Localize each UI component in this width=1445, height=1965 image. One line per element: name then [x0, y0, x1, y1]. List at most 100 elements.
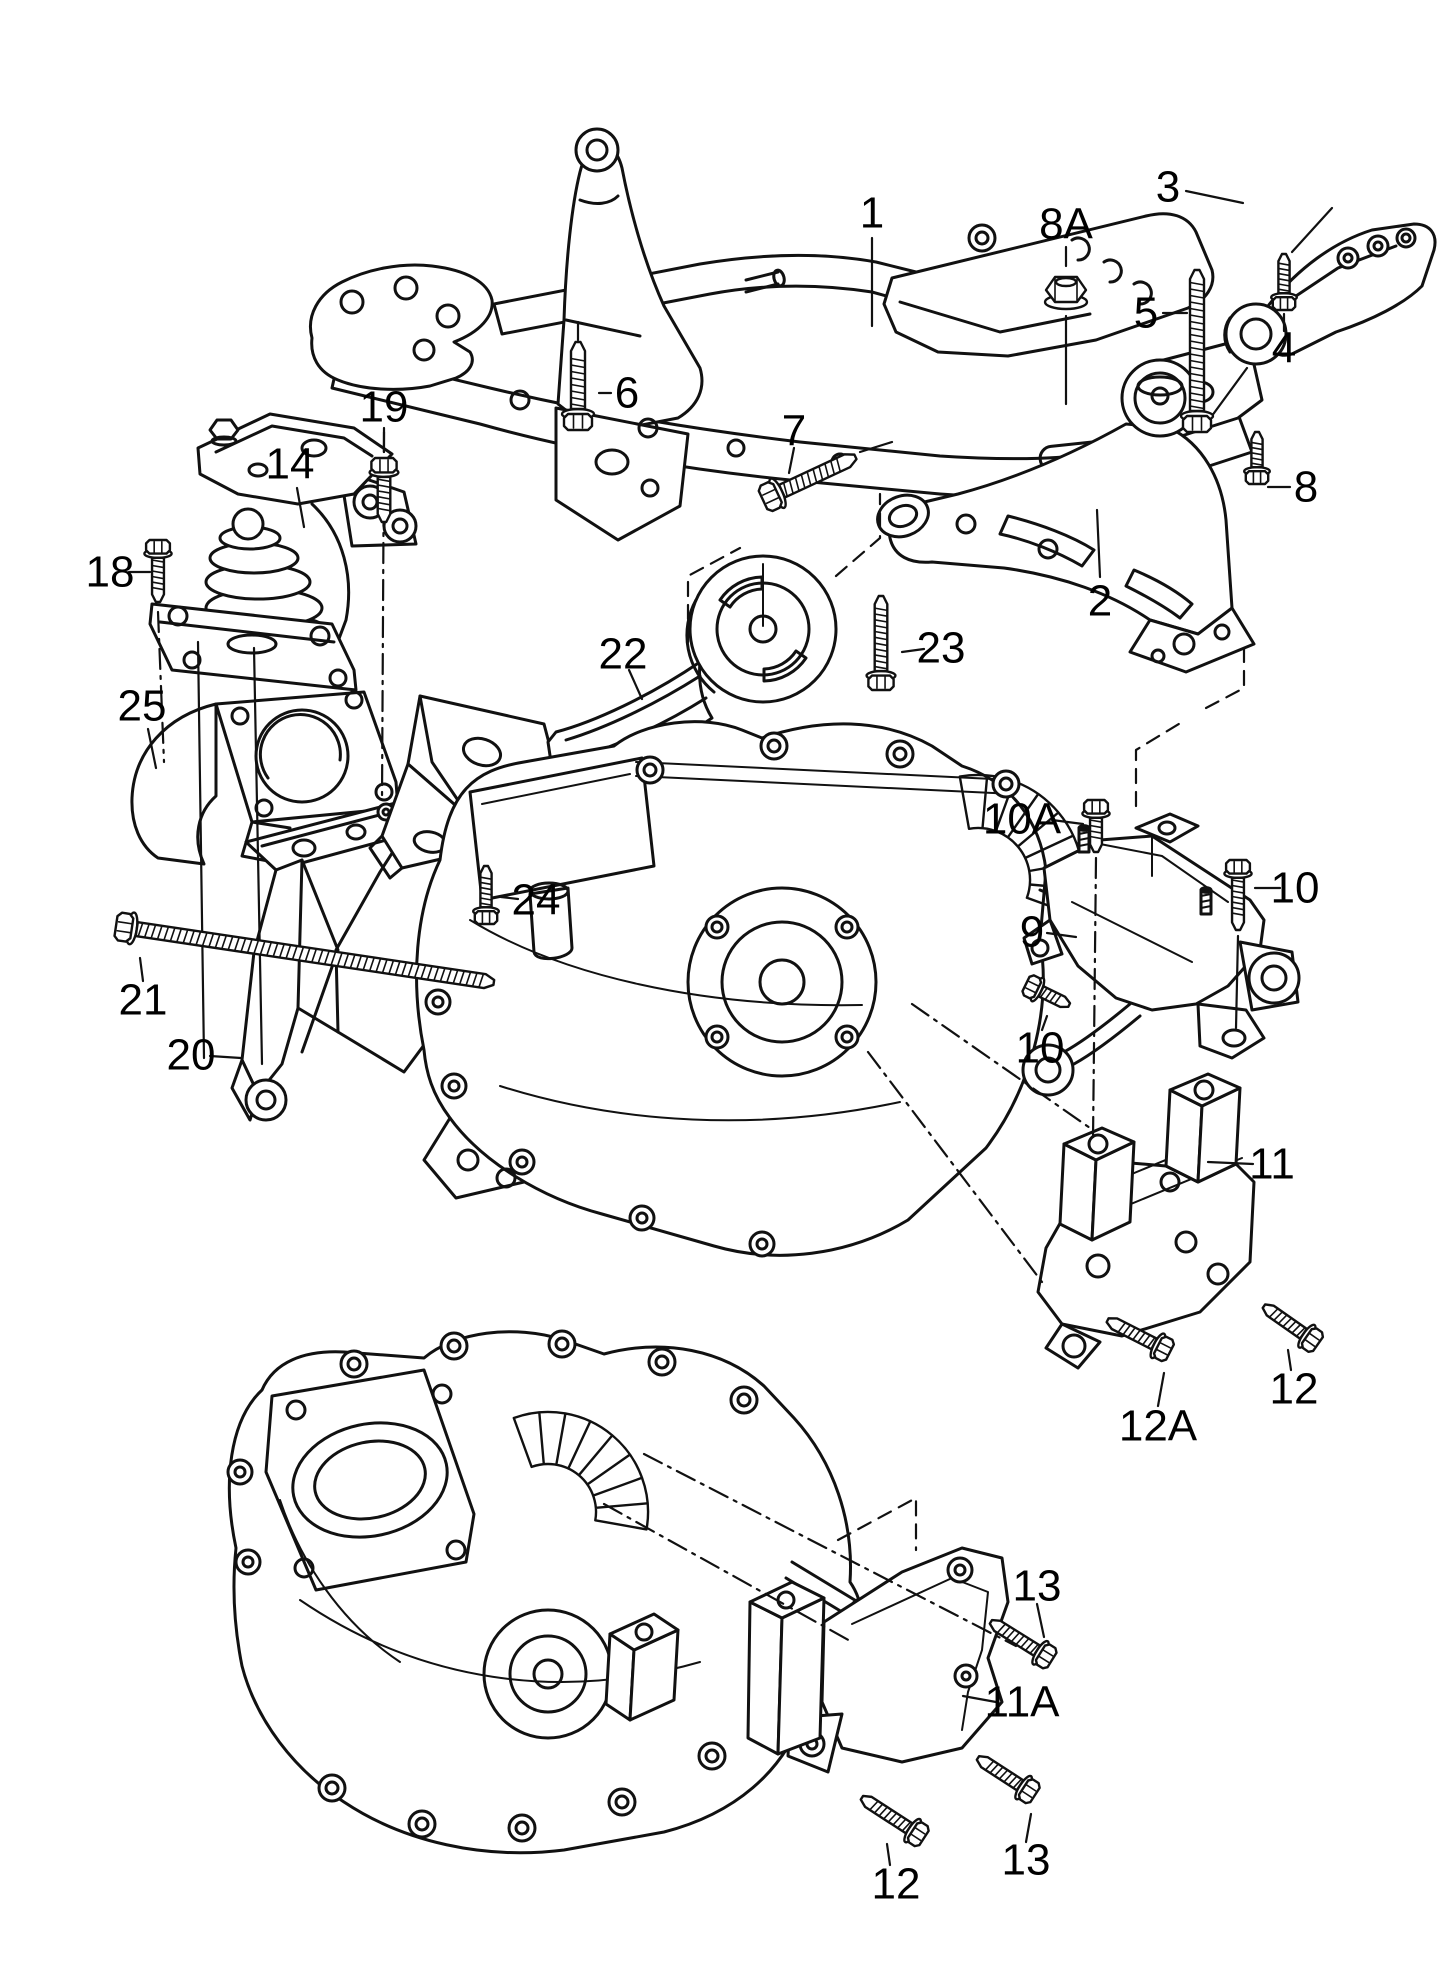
callout-11a[interactable]: 11A: [984, 1678, 1060, 1727]
callout-14[interactable]: 14: [266, 440, 315, 489]
bolt-10-upper-shape: [1231, 879, 1245, 916]
bolt-7: [757, 453, 858, 513]
callout-12a[interactable]: 12A: [1119, 1402, 1198, 1451]
engine-mount-part-14-shape: [309, 625, 331, 647]
nut-8a-shape: [1044, 275, 1088, 304]
bolt-12-upper-shape: [1268, 1307, 1306, 1337]
callout-19[interactable]: 19: [360, 383, 409, 432]
engine-mount-part-14-shape: [247, 462, 269, 478]
bolt-10-upper-shape: [1233, 860, 1243, 874]
callout-13-lower[interactable]: 13: [1002, 1836, 1051, 1885]
bolt-5-shape: [1189, 281, 1205, 410]
callout-21[interactable]: 21: [119, 976, 168, 1025]
control-arm-part-2-shape: [1150, 648, 1166, 664]
support-bracket-part-11a-shape: [820, 1546, 1010, 1764]
callout-2[interactable]: 2: [1088, 577, 1112, 626]
gearbox-lower-shape: [226, 1458, 254, 1486]
mount-support-part-3-shape: [1342, 252, 1354, 264]
section-line-low-b: [602, 1502, 854, 1644]
callout-12-lower[interactable]: 12: [872, 1860, 921, 1909]
break-mark-22-left: [686, 546, 742, 644]
leader-line: [1206, 1160, 1255, 1166]
control-arm-part-2-shape: [876, 493, 930, 539]
callout-8[interactable]: 8: [1294, 463, 1318, 512]
bolt-12-lower-shape: [910, 1827, 926, 1842]
leader-line: [1184, 189, 1245, 205]
subframe-part-1-shape: [1102, 258, 1123, 284]
leader-line: [961, 1694, 998, 1704]
gearbox-lower-shape: [291, 1421, 449, 1539]
callout-14-group: 14: [266, 440, 315, 529]
callout-9[interactable]: 9: [1020, 908, 1044, 957]
callout-6[interactable]: 6: [615, 369, 639, 418]
leader-line: [787, 446, 796, 475]
gearbox-upper-shape: [834, 914, 860, 940]
callout-18[interactable]: 18: [86, 548, 135, 597]
callout-7[interactable]: 7: [782, 407, 806, 456]
mount-bracket-part-20-shape: [381, 807, 391, 817]
gearbox-lower-shape: [233, 1465, 247, 1479]
gearbox-upper-shape: [495, 1167, 517, 1189]
callout-11[interactable]: 11: [1249, 1140, 1295, 1189]
transmission-mount-part-9-shape-shape: [1078, 831, 1090, 847]
subframe-part-1-shape: [967, 223, 997, 253]
leader-line: [900, 647, 926, 654]
callout-3[interactable]: 3: [1156, 163, 1180, 212]
callout-8a[interactable]: 8A: [1039, 200, 1093, 249]
mount-bracket-part-11-shape: [1085, 1253, 1111, 1279]
bolt-19-shape: [370, 456, 398, 474]
gearbox-lower-shape: [507, 1813, 537, 1843]
bolt-8-shape: [1244, 469, 1270, 486]
callout-12-upper[interactable]: 12: [1270, 1365, 1319, 1414]
callout-10-upper[interactable]: 10: [1271, 864, 1320, 913]
callout-10-lower[interactable]: 10: [1016, 1024, 1065, 1073]
gearbox-upper-shape: [481, 773, 631, 805]
gearbox-lower-shape: [532, 1658, 564, 1690]
gearbox-upper-shape: [422, 1116, 526, 1200]
mount-bracket-part-20-shape: [255, 1089, 277, 1111]
support-bracket-part-11a-shape: [746, 1600, 784, 1756]
gearbox-upper-shape: [720, 920, 844, 1044]
mount-bracket-part-20-shape: [296, 858, 340, 1054]
bolt-21-shape: [113, 911, 135, 943]
bolt-13-upper-shape: [1034, 1643, 1058, 1670]
bolt-13-upper-shape: [1038, 1649, 1054, 1664]
control-arm-part-2-shape: [955, 513, 977, 535]
callout-10a[interactable]: 10A: [983, 795, 1062, 844]
callout-1[interactable]: 1: [860, 189, 884, 238]
subframe-part-1-shape: [412, 338, 436, 362]
callout-20[interactable]: 20: [167, 1031, 216, 1080]
callout-13-upper[interactable]: 13: [1013, 1562, 1062, 1611]
callout-24[interactable]: 24: [512, 876, 561, 925]
subframe-part-1-shape: [594, 448, 630, 476]
mount-bracket-part-20-shape: [345, 823, 367, 841]
bolt-18: [143, 538, 173, 604]
bolt-12a-shape: [1117, 1321, 1156, 1349]
gearbox-lower-shape: [704, 1748, 720, 1764]
axis-line-bolt10a: [1091, 856, 1098, 1142]
subframe-part-1-shape: [640, 478, 660, 498]
callout-23-group: 23: [900, 624, 966, 673]
nut-8a-shape: [1054, 276, 1078, 288]
callout-5[interactable]: 5: [1134, 289, 1158, 338]
bolt-12-lower: [859, 1794, 930, 1848]
control-arm-part-2-shape: [1136, 375, 1184, 397]
callout-22[interactable]: 22: [599, 630, 648, 679]
callout-11-group: 11: [1206, 1140, 1295, 1189]
subframe-part-1-shape: [509, 389, 531, 411]
bolt-23: [865, 594, 897, 692]
leader-line: [1045, 931, 1078, 939]
bolt-13-lower-shape: [1017, 1778, 1041, 1805]
subframe-part-1-shape: [1070, 236, 1091, 262]
transmission-mount-part-9-shape-shape: [1200, 893, 1212, 909]
callout-23[interactable]: 23: [917, 624, 966, 673]
callout-4[interactable]: 4: [1272, 324, 1296, 373]
subframe-part-1-shape: [772, 268, 786, 288]
mount-bracket-part-11-shape: [1044, 1322, 1102, 1370]
gearbox-lower-shape: [264, 1368, 476, 1592]
engine-mount-part-14-shape: [310, 502, 351, 654]
subframe-part-1-shape: [393, 275, 419, 301]
callout-25[interactable]: 25: [118, 682, 167, 731]
